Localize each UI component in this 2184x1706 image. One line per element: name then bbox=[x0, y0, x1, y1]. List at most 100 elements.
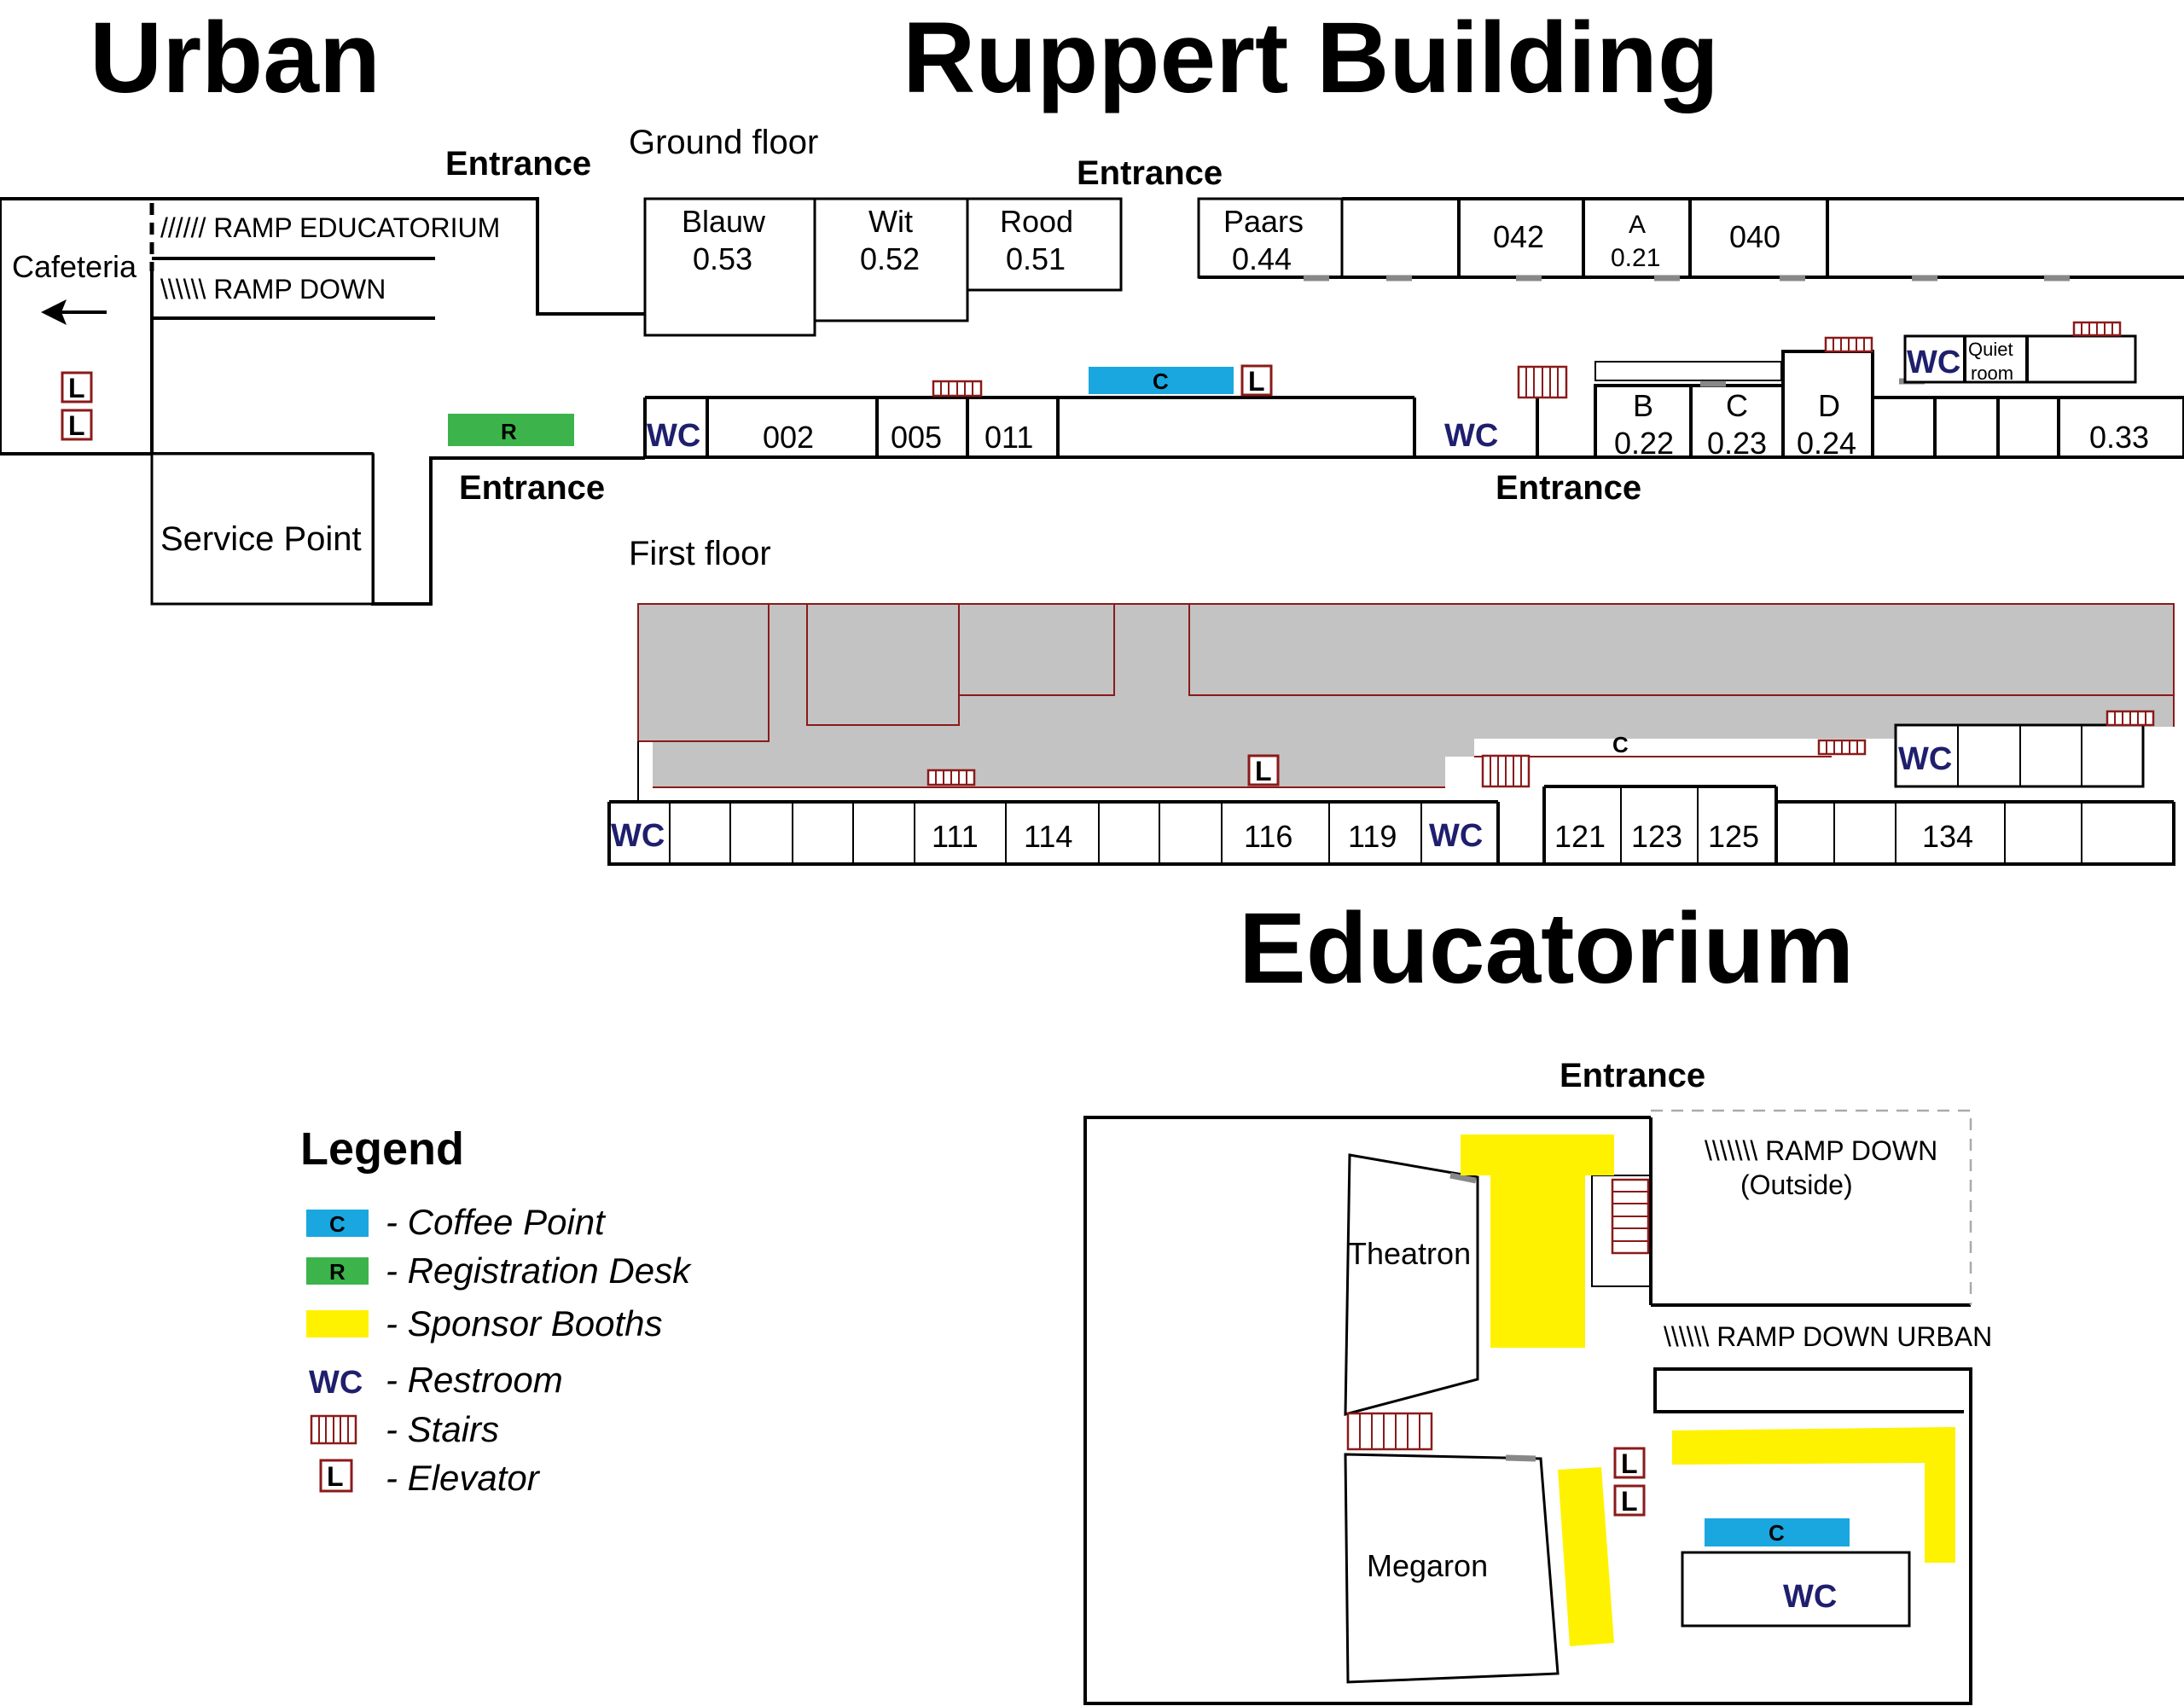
sponsor-booth bbox=[1672, 1427, 1955, 1563]
svg-text:- Elevator: - Elevator bbox=[386, 1458, 541, 1498]
svg-text:- Sponsor Booths: - Sponsor Booths bbox=[386, 1303, 663, 1343]
svg-text:- Restroom: - Restroom bbox=[386, 1360, 563, 1400]
room-042-label: 042 bbox=[1493, 219, 1544, 254]
room-121-label: 121 bbox=[1554, 819, 1606, 854]
elevator-icon: L bbox=[1240, 364, 1273, 397]
theatron-hall bbox=[1344, 1153, 1479, 1416]
elevator-icon: L bbox=[61, 371, 93, 403]
room-119-label: 119 bbox=[1348, 819, 1397, 854]
ruppert-title: Ruppert Building bbox=[903, 2, 1719, 114]
room-name: Paars bbox=[1223, 204, 1304, 239]
svg-text:L: L bbox=[68, 373, 85, 403]
svg-text:L: L bbox=[1621, 1486, 1638, 1517]
room-number: 0.53 bbox=[693, 241, 752, 276]
room-116-label: 116 bbox=[1244, 819, 1292, 854]
stairs-icon bbox=[2106, 710, 2155, 727]
svg-text:C: C bbox=[329, 1211, 346, 1237]
ramp-down-label: \\\\\\ RAMP DOWN bbox=[160, 274, 386, 305]
cafeteria-label: Cafeteria bbox=[12, 249, 137, 284]
room-wit bbox=[813, 197, 969, 322]
restroom-icon: WC bbox=[611, 818, 665, 854]
room-number: 0.44 bbox=[1232, 241, 1292, 276]
room-a-name: A bbox=[1629, 211, 1646, 239]
room-111-label: 111 bbox=[932, 819, 979, 854]
room-114-label: 114 bbox=[1024, 819, 1072, 854]
first-floor-label: First floor bbox=[629, 535, 771, 572]
ramp-down-outside-label: (Outside) bbox=[1740, 1169, 1853, 1200]
elevator-icon: L bbox=[1613, 1447, 1646, 1479]
svg-text:L: L bbox=[327, 1461, 344, 1492]
megaron-label: Megaron bbox=[1367, 1548, 1488, 1583]
restroom-icon: WC bbox=[647, 418, 700, 454]
entrance-label: Entrance bbox=[1560, 1057, 1705, 1094]
coffee-marker: C bbox=[1612, 732, 1629, 757]
stairs-icon bbox=[1346, 1412, 1433, 1451]
legend-item-elevator: L - Elevator bbox=[319, 1458, 541, 1498]
room-name: Blauw bbox=[682, 204, 766, 239]
svg-text:C: C bbox=[1769, 1520, 1785, 1546]
legend-title: Legend bbox=[300, 1123, 464, 1175]
stairs-icon bbox=[1611, 1178, 1650, 1255]
stairs-icon bbox=[1481, 754, 1531, 788]
room-123-label: 123 bbox=[1631, 819, 1682, 854]
urban-title: Urban bbox=[90, 2, 380, 114]
theatron-label: Theatron bbox=[1348, 1236, 1471, 1271]
restroom-icon: WC bbox=[1907, 345, 1960, 380]
room-b-name: B bbox=[1633, 388, 1653, 423]
coffee-point: C bbox=[1089, 367, 1234, 394]
educatorium-title: Educatorium bbox=[1239, 892, 1854, 1005]
entrance-label: Entrance bbox=[459, 469, 605, 507]
room-134-label: 134 bbox=[1922, 819, 1973, 854]
elevator-icon: L bbox=[319, 1459, 353, 1493]
room-a-number: 0.21 bbox=[1611, 244, 1660, 272]
ruppert-ground-floor: Blauw 0.53 Wit 0.52 Rood 0.51 Paars 0.44… bbox=[643, 197, 2184, 461]
legend-item-restroom: WC - Restroom bbox=[309, 1360, 563, 1401]
room-c-number: 0.23 bbox=[1707, 426, 1767, 461]
svg-text:C: C bbox=[1153, 368, 1169, 394]
stairs-icon bbox=[1817, 739, 1867, 756]
entrance-label: Entrance bbox=[1077, 154, 1223, 192]
room-040-label: 040 bbox=[1729, 219, 1780, 254]
room-number: 0.52 bbox=[860, 241, 920, 276]
stairs-icon bbox=[2072, 321, 2122, 337]
ramp-down-urban-label: \\\\\\ RAMP DOWN URBAN bbox=[1664, 1321, 1992, 1352]
legend-item-registration: R - Registration Desk bbox=[306, 1250, 692, 1291]
stairs-icon bbox=[932, 380, 983, 397]
sponsor-booth bbox=[1558, 1467, 1614, 1646]
quiet-room-block bbox=[1903, 334, 2137, 384]
legend: Legend C - Coffee Point R - Registration… bbox=[300, 1123, 692, 1498]
restroom-icon: WC bbox=[1898, 741, 1952, 777]
room-b-number: 0.22 bbox=[1614, 426, 1674, 461]
room-011-label: 011 bbox=[985, 420, 1033, 455]
legend-item-stairs: - Stairs bbox=[310, 1409, 499, 1449]
restroom-icon: WC bbox=[1444, 418, 1498, 454]
stairs-icon bbox=[1517, 365, 1568, 399]
ruppert-first-floor: WC 111 114 116 119 WC 121 123 125 134 WC… bbox=[607, 603, 2175, 866]
svg-text:L: L bbox=[1621, 1448, 1638, 1479]
legend-item-coffee: C - Coffee Point bbox=[306, 1202, 607, 1242]
room-paars bbox=[1197, 197, 1344, 279]
svg-text:- Coffee Point: - Coffee Point bbox=[386, 1202, 607, 1242]
svg-text:L: L bbox=[68, 410, 85, 441]
stairs-icon bbox=[310, 1414, 357, 1445]
restroom-icon: WC bbox=[1783, 1579, 1837, 1615]
room-name: Wit bbox=[868, 204, 913, 239]
quiet-room-label: Quiet bbox=[1968, 339, 2013, 360]
ramp-down-outside-label: \\\\\\\ RAMP DOWN bbox=[1705, 1135, 1937, 1166]
service-point-room bbox=[150, 452, 375, 606]
quiet-room-label: room bbox=[1971, 363, 2013, 384]
ground-floor-label: Ground floor bbox=[629, 124, 818, 161]
elevator-icon: L bbox=[61, 409, 93, 441]
sponsor-booth bbox=[1461, 1134, 1614, 1348]
room-033-label: 0.33 bbox=[2089, 420, 2149, 455]
room-125-label: 125 bbox=[1708, 819, 1759, 854]
elevator-icon: L bbox=[1613, 1484, 1646, 1517]
svg-text:WC: WC bbox=[309, 1365, 363, 1401]
educatorium-building: Theatron Megaron \\\\\\\ RAMP DOWN (Outs… bbox=[1083, 1109, 1992, 1705]
room-002-label: 002 bbox=[763, 420, 814, 455]
room-number: 0.51 bbox=[1006, 241, 1066, 276]
arrow-left-icon bbox=[41, 299, 107, 325]
entrance-label: Entrance bbox=[445, 145, 591, 183]
entrance-label: Entrance bbox=[1496, 469, 1641, 507]
